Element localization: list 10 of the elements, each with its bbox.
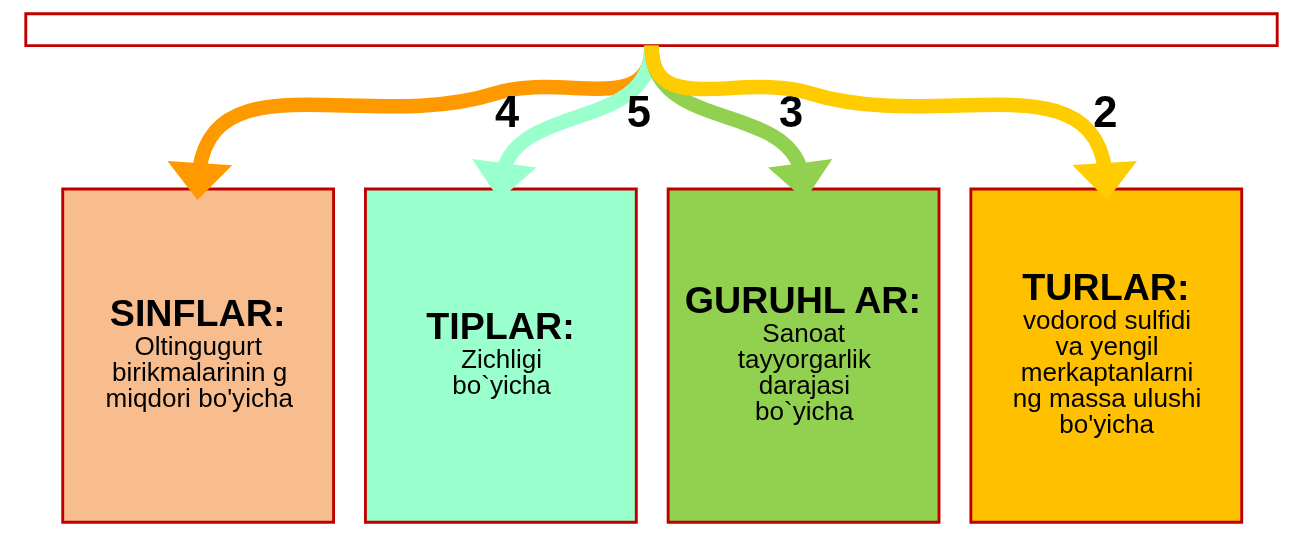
edge-label: 2 [1093,87,1118,136]
edge-label: 5 [626,87,652,136]
arrow [644,44,1137,201]
node-box: TIPLAR: Zichligi bo`yicha [364,187,638,524]
edge-label: 4 [495,87,520,136]
node-box: GURUHL AR: Sanoat tayyorgarlik darajasi bo`yicha [666,187,941,524]
node-box: SINFLAR: Oltingugurt birikmalarinin g miqdori bo'yicha [61,187,336,524]
node-box: TURLAR: vodorod sulfidi va yengil merkaptanlarni ng massa ulushi bo'yicha [969,187,1244,524]
edge-label: 3 [778,87,804,136]
node-box [24,12,1279,48]
